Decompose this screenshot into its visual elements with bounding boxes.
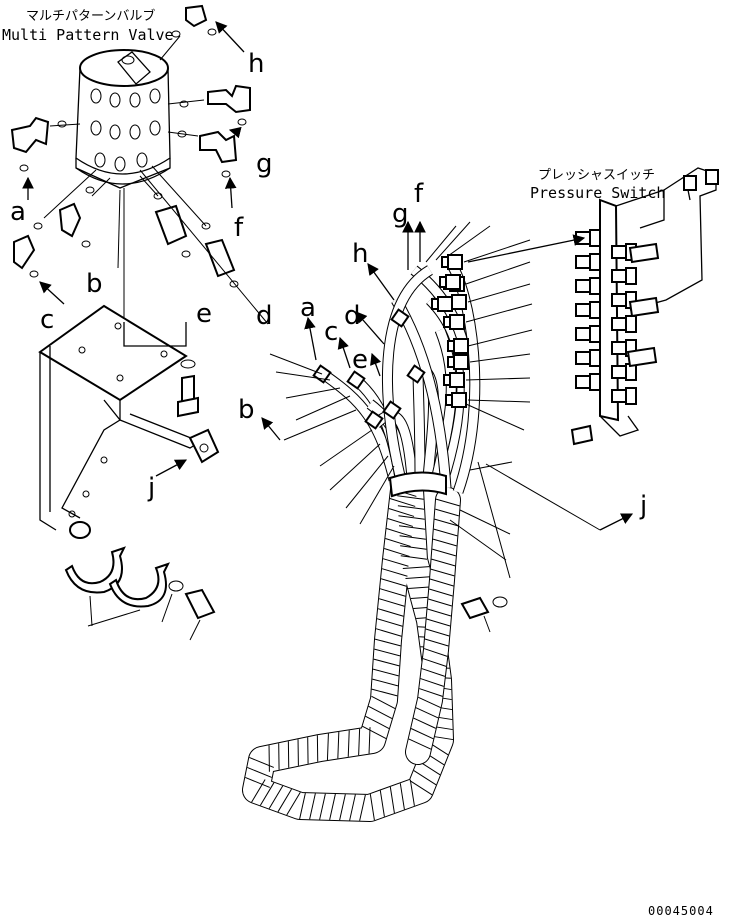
callout-arrows bbox=[22, 21, 634, 531]
label-a-hose: a bbox=[300, 293, 316, 323]
label-h-valve: h bbox=[248, 49, 264, 79]
label-d-valve: d bbox=[256, 301, 273, 331]
label-a-valve: a bbox=[10, 197, 26, 227]
switch-title-en: Pressure Switch bbox=[530, 184, 665, 202]
label-d-hose: d bbox=[344, 301, 361, 331]
label-c-hose: c bbox=[324, 317, 338, 347]
label-h-hose: h bbox=[352, 239, 368, 269]
label-f-valve: f bbox=[234, 213, 244, 243]
switch-title-jp: プレッシャスイッチ bbox=[538, 168, 655, 183]
label-e-valve: e bbox=[196, 299, 212, 329]
label-j-switch: j bbox=[639, 491, 647, 521]
label-b-valve: b bbox=[86, 269, 103, 299]
pressure-switch-assembly bbox=[467, 167, 719, 446]
label-b-hose: b bbox=[238, 395, 255, 425]
label-e-hose: e bbox=[352, 345, 368, 375]
hose-bundle bbox=[242, 221, 533, 822]
label-f-hose: f bbox=[414, 179, 424, 209]
callout-labels: h g f a b c e d j g f h a c d e b j bbox=[10, 49, 647, 521]
label-g-hose: g bbox=[392, 199, 409, 229]
valve-title-jp: マルチパターンバルブ bbox=[26, 8, 155, 24]
valve-fittings bbox=[10, 4, 269, 325]
label-g-valve: g bbox=[256, 149, 273, 179]
valve-title-en: Multi Pattern Valve bbox=[2, 26, 174, 44]
drawing-code: 00045004 bbox=[648, 904, 714, 918]
clamp-set bbox=[64, 546, 216, 641]
mounting-bracket bbox=[38, 304, 220, 539]
label-c-valve: c bbox=[40, 305, 54, 335]
label-j-bracket: j bbox=[147, 473, 155, 503]
